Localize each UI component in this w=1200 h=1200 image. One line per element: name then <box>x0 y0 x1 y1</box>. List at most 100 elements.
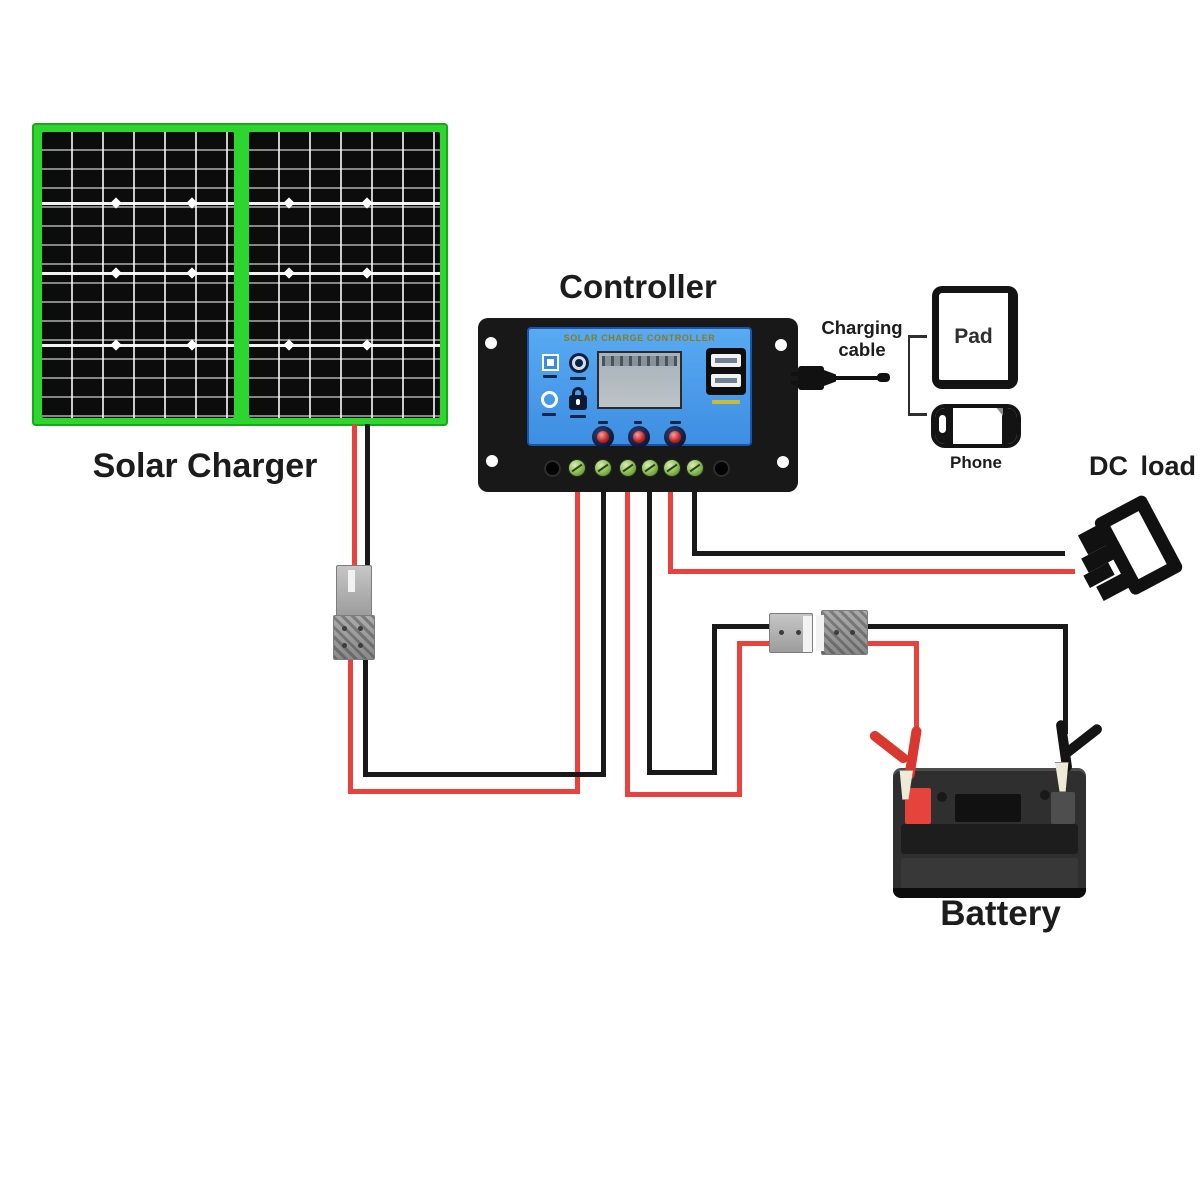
connector-pin <box>342 643 347 648</box>
wire-load-black <box>692 492 697 556</box>
controller-faceplate: SOLAR CHARGE CONTROLLER <box>527 327 752 448</box>
phone-end-cap <box>935 408 953 444</box>
wire-load-red <box>668 492 673 574</box>
mounting-hole <box>777 456 789 468</box>
terminal-screw-pv-minus <box>594 459 612 477</box>
wire-battery-red <box>625 492 630 797</box>
solar-panel-right <box>249 132 440 418</box>
wire-pv-red <box>575 492 580 794</box>
panel-solder-dot <box>186 267 198 279</box>
wire-battery-black <box>712 624 717 775</box>
split-bracket <box>908 335 910 416</box>
wire-solar-black <box>365 424 370 568</box>
usb-tongue <box>715 358 737 363</box>
plug-prong <box>791 372 799 376</box>
pv-connector-bottom <box>333 615 375 660</box>
panel-solder-dot <box>283 339 295 351</box>
panel-busbar <box>42 344 234 347</box>
wire-battery-black <box>712 624 774 629</box>
lock-body <box>569 395 587 410</box>
cable-cord <box>835 376 878 380</box>
wire-battery-black <box>1063 624 1068 734</box>
panel-solder-dot <box>283 197 295 209</box>
usb-port-icon <box>711 354 741 367</box>
plus-button <box>664 426 686 448</box>
cable-tip <box>877 373 890 382</box>
panel-solder-dot <box>361 267 373 279</box>
battery-icon <box>893 768 1086 898</box>
connector-pin <box>834 630 839 635</box>
terminal-screw-bat-plus <box>619 459 637 477</box>
usb-plug-body <box>798 366 824 390</box>
lock-keyhole <box>576 399 580 405</box>
phone-label: Phone <box>950 453 1002 472</box>
wire-battery-red <box>737 641 777 646</box>
charging-cable-label: Charging cable <box>812 317 912 361</box>
button-core <box>669 431 681 443</box>
connector-pin <box>779 630 784 635</box>
usb-tongue <box>715 378 737 383</box>
battery-vent-cap <box>937 792 947 802</box>
battery-terminal-positive <box>905 788 931 824</box>
wire-battery-red <box>914 641 919 733</box>
wire-pv-black <box>363 772 606 777</box>
battery-connector-left <box>769 613 813 653</box>
panel-solder-dot <box>110 267 122 279</box>
button-core <box>597 431 609 443</box>
usb-caption <box>712 400 740 404</box>
mounting-hole <box>485 337 497 349</box>
wire-battery-black <box>864 624 1068 629</box>
solar-charger-label: Solar Charger <box>92 447 318 485</box>
wire-pv-black <box>363 656 368 777</box>
display-mode-icon <box>542 354 559 371</box>
dc-load-label: DC load <box>1088 451 1196 481</box>
button-caption <box>634 421 642 424</box>
display-mode-icon-inner <box>547 359 554 366</box>
battery-label-window <box>955 794 1021 822</box>
wire-pv-red <box>348 789 580 794</box>
pv-connector-top <box>336 565 372 617</box>
panel-solder-dot <box>186 339 198 351</box>
connector-pin <box>342 626 347 631</box>
panel-solder-dot <box>110 339 122 351</box>
wire-battery-red <box>625 792 742 797</box>
battery-label: Battery <box>940 894 1061 933</box>
dc-load-switch-icon <box>1055 472 1200 639</box>
controller-label: Controller <box>559 268 717 305</box>
panel-solder-dot <box>110 197 122 209</box>
minus-button <box>628 426 650 448</box>
lock-shackle <box>572 387 584 399</box>
mounting-hole <box>775 339 787 351</box>
solar-panel-frame <box>32 123 448 426</box>
wire-pv-black <box>601 492 606 777</box>
connector-pin <box>358 626 363 631</box>
button-caption <box>670 421 681 424</box>
panel-busbar <box>42 202 234 205</box>
panel-solder-dot <box>361 339 373 351</box>
panel-solder-dot <box>283 267 295 279</box>
wire-load-black <box>692 551 1065 556</box>
panel-solder-dot <box>361 197 373 209</box>
icon-caption <box>542 413 556 416</box>
lcd-segment-row <box>602 356 677 366</box>
terminal-screw-bat-minus <box>641 459 659 477</box>
panel-busbar <box>249 202 440 205</box>
icon-caption <box>543 375 557 378</box>
wire-battery-black <box>647 492 652 775</box>
wire-pv-red <box>348 656 353 794</box>
connector-pin <box>796 630 801 635</box>
button-core <box>633 431 645 443</box>
pad-icon: Pad <box>932 286 1018 389</box>
charge-controller: SOLAR CHARGE CONTROLLER <box>478 318 798 492</box>
menu-button <box>592 426 614 448</box>
red-alligator-clip <box>867 725 930 804</box>
battery-mid-band <box>901 824 1078 854</box>
connector-pin <box>358 643 363 648</box>
panel-busbar <box>249 344 440 347</box>
connector-slot <box>803 616 812 652</box>
split-bracket-bottom <box>908 413 927 416</box>
icon-caption <box>570 415 586 418</box>
battery-vent-cap <box>1040 790 1050 800</box>
panel-solder-dot <box>186 197 198 209</box>
